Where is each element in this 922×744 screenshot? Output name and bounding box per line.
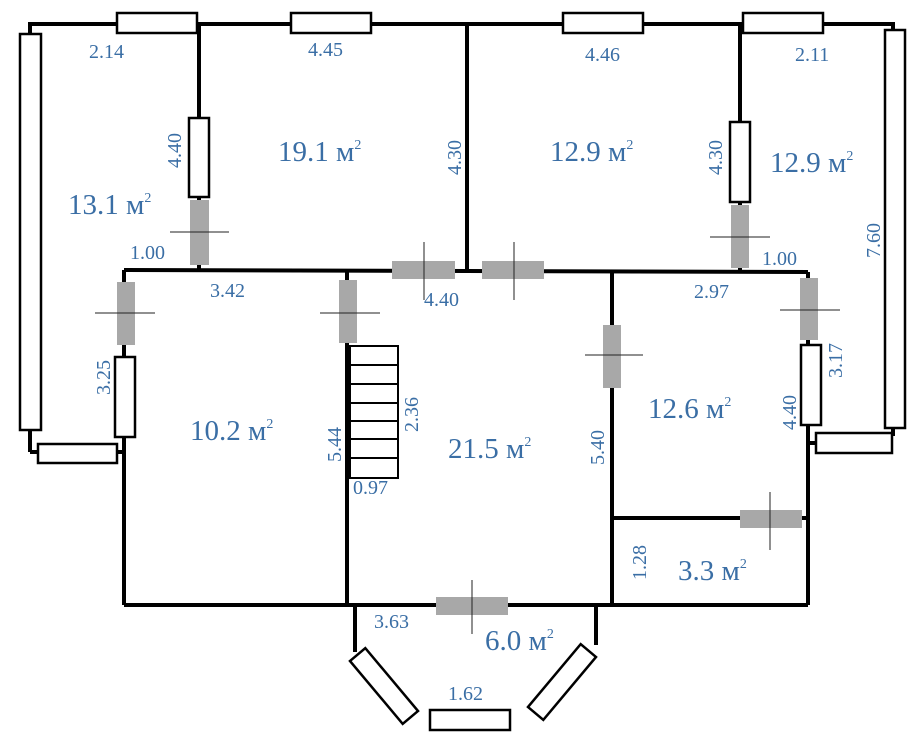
dimension-label: 4.30	[705, 140, 727, 175]
dimension-label: 4.40	[164, 133, 186, 168]
dimension-label: 4.45	[308, 39, 343, 61]
dimension-label: 5.44	[324, 427, 346, 462]
room-area: 10.2 м2	[190, 415, 273, 447]
room-area: 13.1 м2	[68, 189, 151, 221]
dimension-label: 1.62	[448, 683, 483, 705]
dimension-label: 4.30	[444, 140, 466, 175]
dimension-label: 4.40	[424, 289, 459, 311]
walls	[28, 22, 895, 652]
window	[883, 28, 907, 430]
window	[18, 32, 43, 432]
dimension-label: 3.17	[825, 343, 847, 378]
window	[814, 431, 894, 455]
window	[428, 708, 512, 732]
room-area: 21.5 м2	[448, 433, 531, 465]
room-area: 3.3 м2	[678, 555, 747, 587]
window	[741, 11, 825, 35]
room-area: 12.6 м2	[648, 393, 731, 425]
dimension-label: 4.40	[779, 395, 801, 430]
window	[113, 355, 137, 439]
room-area: 19.1 м2	[278, 136, 361, 168]
dimension-label: 5.40	[587, 430, 609, 465]
room-area: 12.9 м2	[770, 147, 853, 179]
doors	[95, 200, 840, 634]
dimension-label: 2.14	[89, 41, 124, 63]
dimension-label: 3.63	[374, 611, 409, 633]
window	[799, 343, 823, 427]
window	[115, 11, 199, 35]
dimension-label: 3.42	[210, 280, 245, 302]
dimension-label: 7.60	[863, 223, 885, 258]
dimension-label: 2.97	[694, 281, 729, 303]
staircase	[349, 345, 399, 479]
window	[526, 642, 598, 722]
room-area: 12.9 м2	[550, 136, 633, 168]
window	[36, 442, 119, 465]
dimension-label: 4.46	[585, 44, 620, 66]
dimension-label: 2.11	[795, 44, 829, 66]
room-areas: 13.1 м2 19.1 м2 12.9 м2 12.9 м2 10.2 м2 …	[68, 136, 853, 657]
window	[187, 116, 211, 199]
dimension-label: 2.36	[401, 397, 423, 432]
dimensions: 2.14 4.45 4.46 2.11 4.40 4.30 4.30 7.60 …	[89, 39, 885, 705]
dimension-label: 1.28	[629, 545, 651, 580]
dimension-label: 1.00	[762, 248, 797, 270]
window	[289, 11, 373, 35]
window	[561, 11, 645, 35]
windows	[18, 11, 907, 732]
dimension-label: 3.25	[93, 360, 115, 395]
dimension-label: 1.00	[130, 242, 165, 264]
dimension-label: 0.97	[353, 477, 388, 499]
room-area: 6.0 м2	[485, 625, 554, 657]
window	[728, 120, 752, 204]
window	[348, 646, 420, 726]
